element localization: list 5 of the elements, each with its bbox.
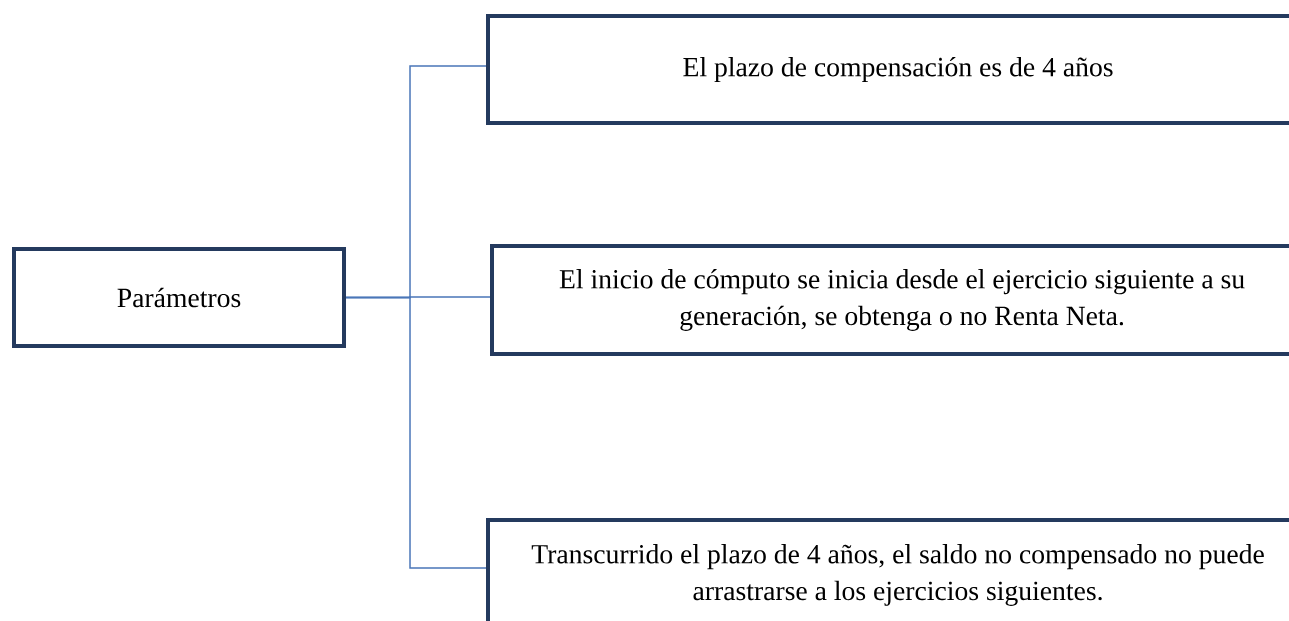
text-box: El plazo de compensación es de 4 años [486, 14, 1289, 125]
connector-line [345, 296, 487, 569]
text-box: El inicio de cómputo se inicia desde el ejercicio siguiente a su generación, se obtenga o no Renta Neta. [490, 244, 1289, 356]
text-box: Parámetros [12, 247, 346, 348]
text-box: Transcurrido el plazo de 4 años, el saldo no compensado no puede arrastrarse a los ejercicios siguientes. [486, 518, 1289, 621]
